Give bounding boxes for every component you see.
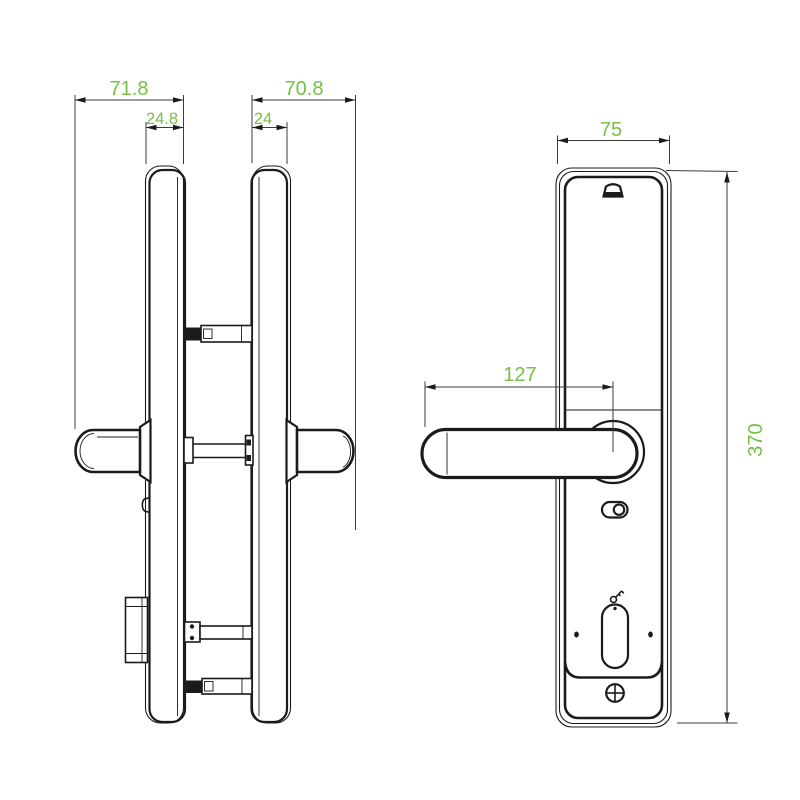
arrowhead (659, 137, 670, 144)
arrowhead (602, 384, 613, 390)
dimension-value: 70.8 (285, 78, 324, 100)
dimension-value: 24 (254, 110, 272, 128)
arrowhead (724, 172, 730, 183)
keyhole-cover-outline (600, 603, 630, 670)
toggle-indicator-icon (600, 500, 629, 519)
dimension-faceplate-height: 370 (665, 170, 767, 724)
dimension-interior-plate-thickness: 24 (252, 110, 288, 164)
exterior-bottom-housing (124, 596, 149, 664)
spindle-left-flange (183, 436, 194, 464)
arrowhead (173, 97, 184, 103)
arrowhead (252, 124, 263, 131)
dimension-faceplate-width: 75 (557, 119, 670, 164)
arrowhead (276, 124, 287, 131)
arrowhead (173, 124, 184, 131)
dimension-interior-overall-depth: 70.8 (251, 78, 356, 530)
dimension-handle-length: 127 (424, 364, 614, 452)
upper-bolt-collar (203, 328, 213, 339)
front-view-faceplate (420, 167, 672, 728)
side-view-assembly (74, 165, 355, 724)
lever-handle-outline (420, 427, 639, 480)
spindle-right-flange-mark-top (246, 439, 251, 446)
side-screw-dot-left (574, 631, 579, 638)
arrowhead (425, 384, 436, 390)
arrowhead (252, 97, 263, 103)
exterior-handle-cap-arc (79, 433, 95, 469)
phillips-screw-icon (605, 683, 625, 703)
dimension-value: 370 (745, 423, 767, 456)
extension-line (665, 170, 738, 172)
dimension-value: 127 (503, 364, 536, 386)
bottom-bolt-collar (204, 681, 214, 692)
spindle-right-flange (244, 434, 254, 466)
key-icon-tooth-1 (620, 590, 625, 594)
spindle-right-flange-mark-bottom (246, 455, 251, 461)
interior-handle-cap-arc (342, 435, 351, 468)
exterior-handle-flange (138, 417, 152, 485)
upper-bolt-head (184, 327, 201, 341)
arrowhead (724, 712, 730, 723)
interior-handle-flange (285, 417, 299, 485)
key-icon (609, 590, 625, 604)
lower-screw-head-mark-top (189, 624, 195, 629)
exterior-handle-cylinder (74, 428, 142, 474)
keyhole-cover (600, 603, 630, 670)
interior-handle-profile (285, 417, 355, 485)
toggle-indicator-side-profile (141, 496, 151, 514)
bottom-bolt-sleeve (201, 677, 253, 695)
dimension-value: 71.8 (110, 78, 149, 100)
arrowhead (345, 97, 356, 103)
panel-bottom-seam (563, 661, 664, 679)
lower-screw-sleeve (199, 625, 253, 640)
side-screw-dot-right (648, 631, 653, 638)
sensor-cover-slot (603, 192, 623, 197)
bottom-bolt-head (184, 680, 202, 693)
keyhole-cover-pin (613, 606, 617, 611)
interior-handle-cylinder (295, 428, 355, 474)
dimension-annotations: 71.8 24.8 70.8 24 (74, 78, 767, 724)
sensor-cover-icon (602, 183, 624, 198)
mounting-fasteners (183, 324, 254, 695)
lower-screw-head-mark-bottom (189, 635, 195, 641)
dimension-exterior-plate-thickness: 24.8 (145, 110, 184, 164)
bottom-housing-outline (124, 596, 149, 664)
key-icon-tooth-2 (618, 593, 621, 597)
arrowhead (75, 97, 86, 103)
key-icon-bow (609, 595, 618, 604)
toggle-knob-circle (612, 503, 626, 516)
front-lever-handle (420, 419, 646, 485)
dimension-value: 24.8 (146, 110, 178, 128)
dimension-exterior-overall-depth: 71.8 (74, 78, 184, 429)
arrowhead (557, 137, 568, 144)
exterior-handle-profile (74, 417, 152, 514)
arrowhead (146, 124, 157, 131)
upper-bolt-sleeve (200, 324, 253, 343)
dimension-value: 75 (600, 119, 622, 141)
